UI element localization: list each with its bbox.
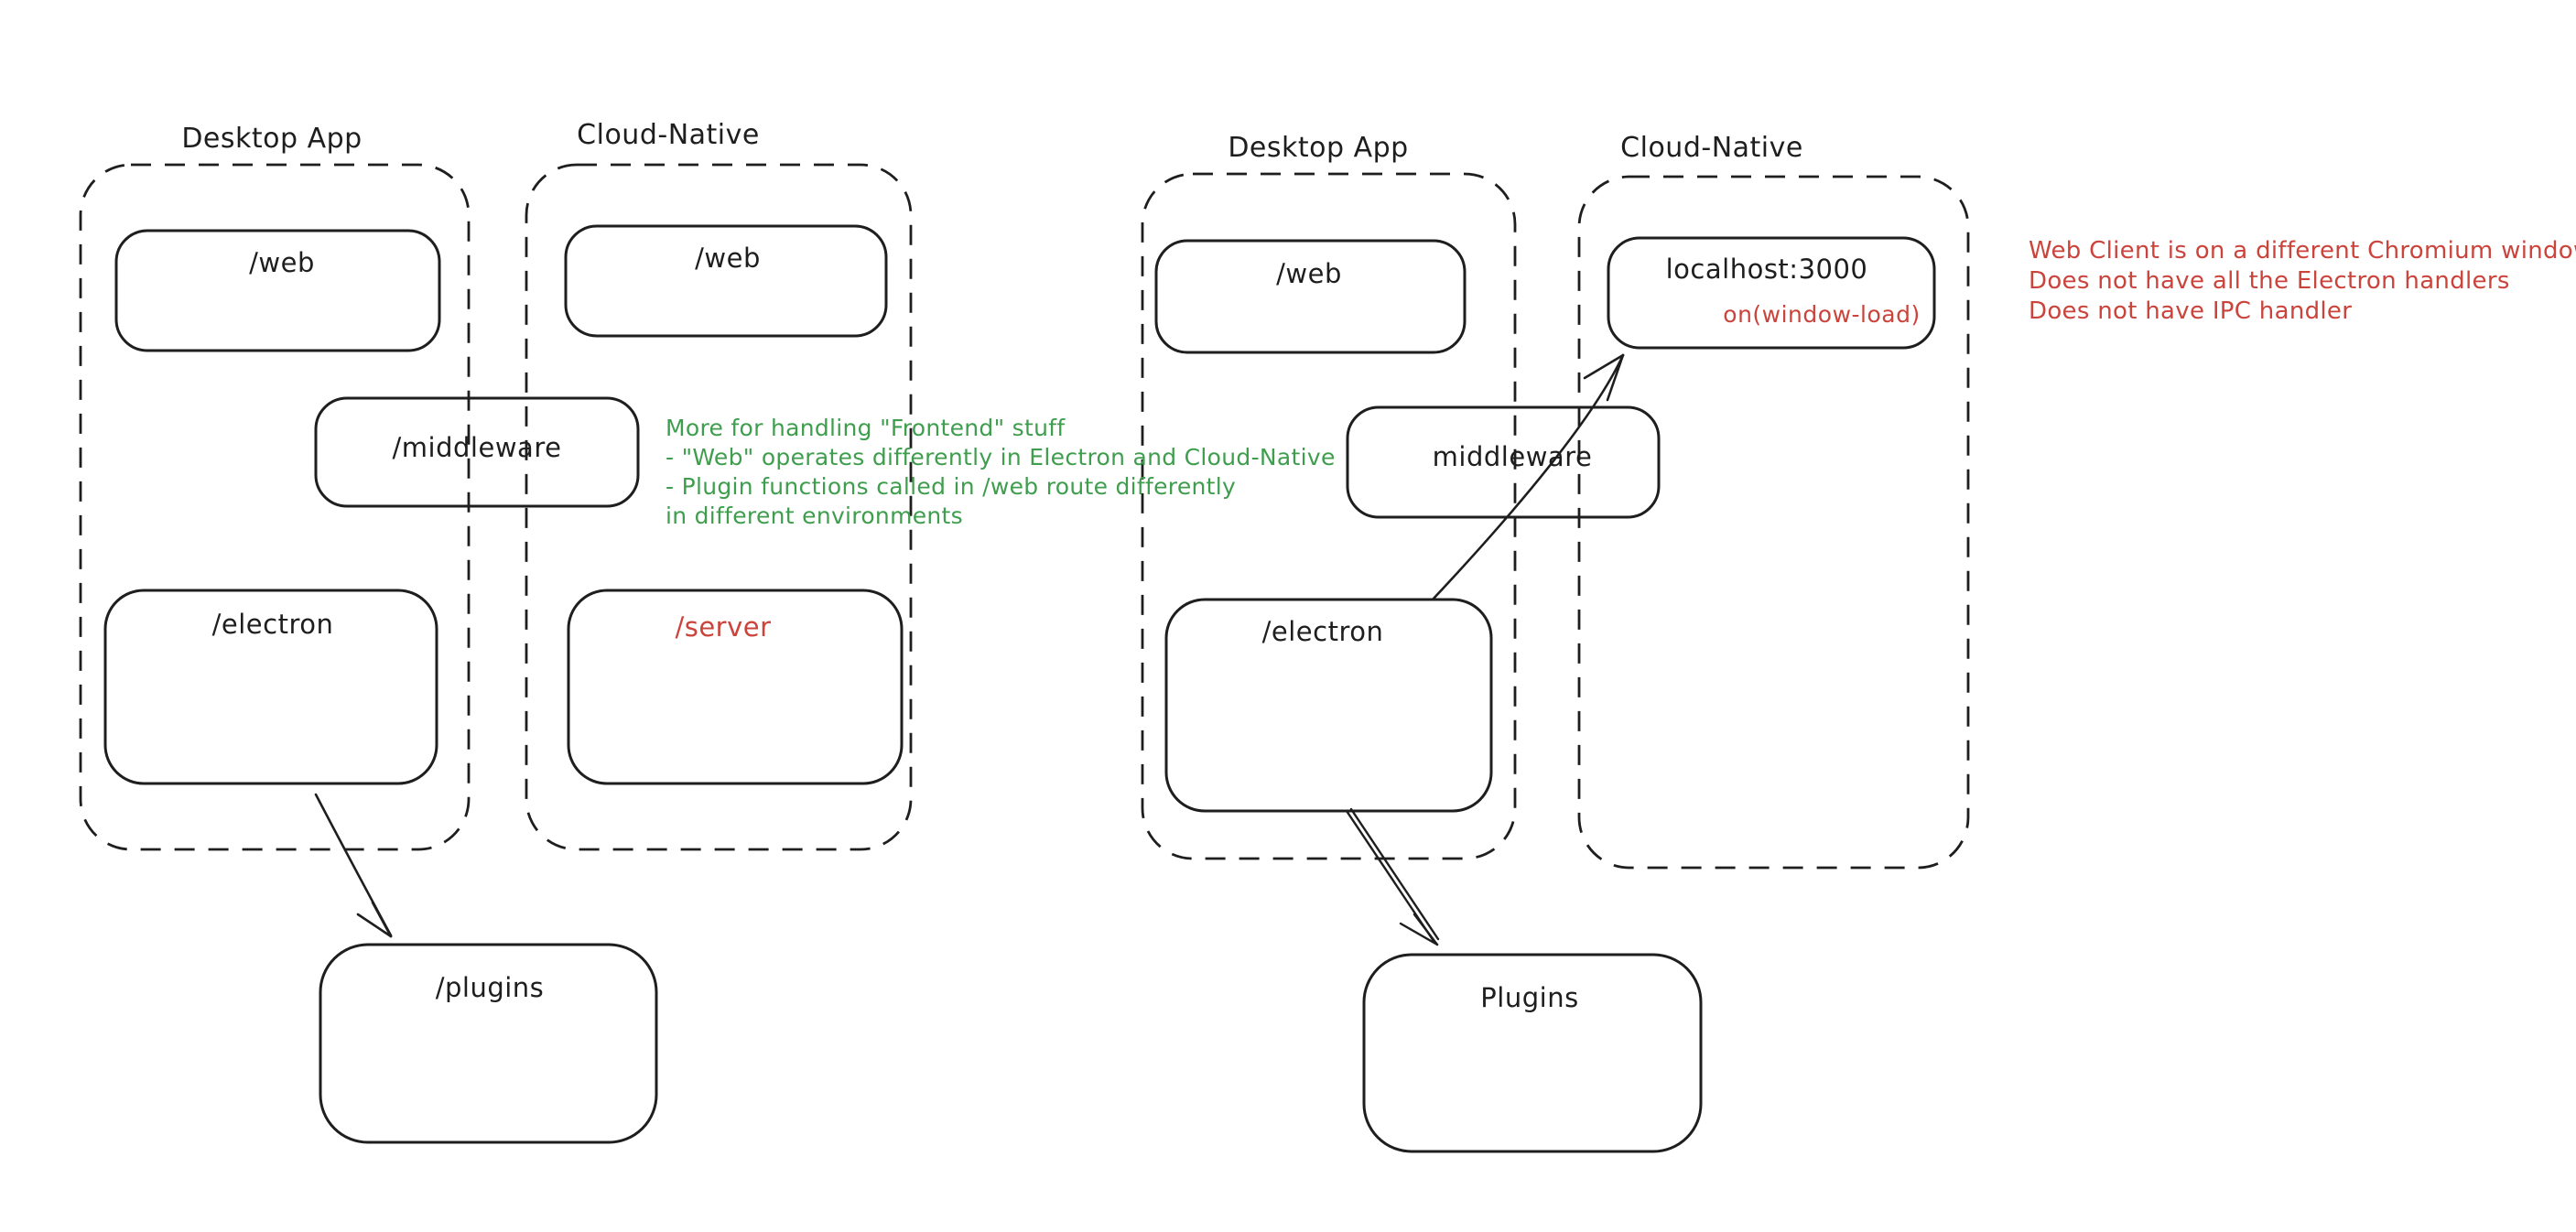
arrow-electron-to-localhost [1431, 353, 1625, 601]
left-web-cloud-box [564, 224, 888, 338]
arrow-electron-to-plugins-left [314, 793, 393, 938]
green-note-line: - Plugin functions called in /web route … [666, 473, 1237, 500]
left-electron-box [103, 589, 438, 785]
red-note-line: Does not have IPC handler [2029, 297, 2353, 325]
right-electron-label: /electron [1261, 616, 1384, 647]
left-web-desktop-box [114, 229, 441, 352]
left-web-cloud-label: /web [695, 243, 761, 274]
left-web-desktop-label: /web [249, 247, 315, 278]
right-localhost-label: localhost:3000 [1665, 254, 1868, 285]
left-middleware-label: /middleware [392, 432, 562, 463]
left-server-label: /server [675, 611, 772, 643]
right-localhost-box [1607, 236, 1936, 350]
right-desktop-group-label: Desktop App [1228, 132, 1409, 164]
right-middleware-label: middleware [1432, 441, 1593, 472]
green-note-line: in different environments [666, 503, 963, 529]
left-electron-label: /electron [211, 609, 334, 640]
right-electron-box [1164, 598, 1493, 813]
arrow-electron-to-plugins-right [1345, 807, 1440, 946]
right-middleware-box [1346, 405, 1661, 519]
right-plugins-label: Plugins [1480, 982, 1579, 1013]
left-desktop-group-label: Desktop App [181, 123, 363, 155]
right-web-box [1154, 239, 1467, 354]
left-plugins-box [319, 943, 658, 1144]
right-web-label: /web [1276, 258, 1342, 289]
red-note-line: Web Client is on a different Chromium wi… [2029, 237, 2576, 265]
left-plugins-label: /plugins [435, 972, 545, 1003]
right-desktop-app-container [1141, 172, 1517, 860]
right-window-load-label: on(window-load) [1723, 301, 1921, 328]
left-server-box [567, 589, 904, 785]
left-cloud-native-container [525, 163, 913, 851]
green-annotation-note: More for handling "Frontend" stuff - "We… [666, 414, 1336, 531]
right-cloud-native-container [1577, 175, 1970, 870]
right-cloud-group-label: Cloud-Native [1620, 132, 1803, 164]
green-note-line: More for handling "Frontend" stuff [666, 415, 1066, 441]
green-note-line: - "Web" operates differently in Electron… [666, 444, 1336, 470]
red-annotation-note: Web Client is on a different Chromium wi… [2029, 236, 2576, 327]
red-note-line: Does not have all the Electron handlers [2029, 267, 2510, 295]
left-middleware-box [314, 396, 640, 508]
left-cloud-group-label: Cloud-Native [577, 119, 760, 151]
right-plugins-box [1362, 953, 1703, 1153]
